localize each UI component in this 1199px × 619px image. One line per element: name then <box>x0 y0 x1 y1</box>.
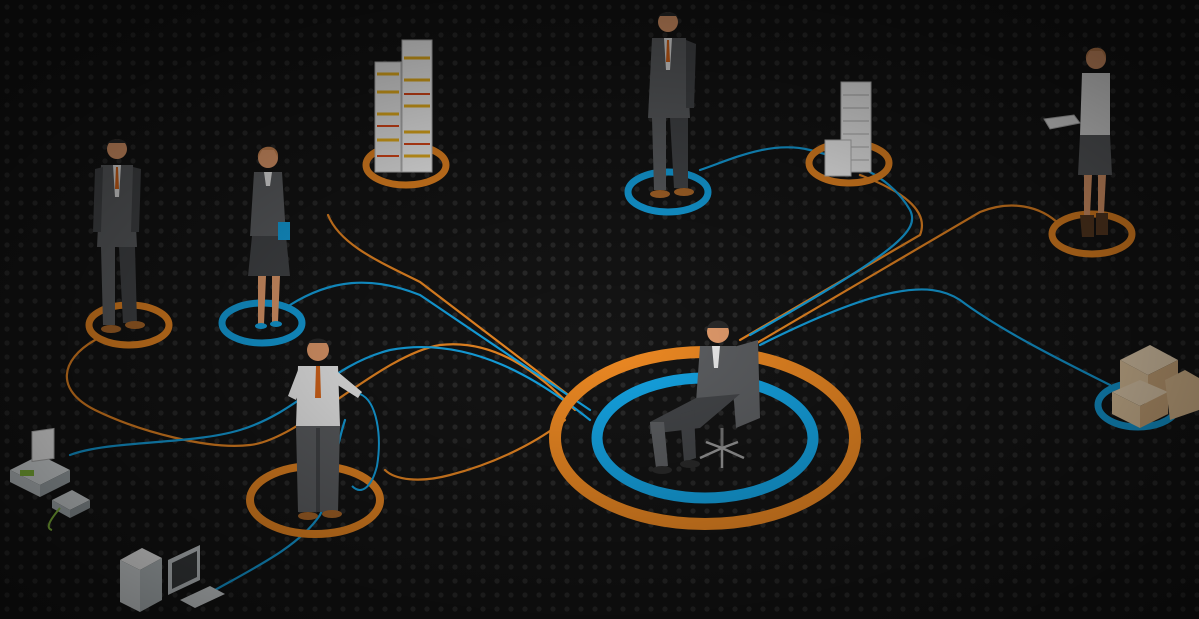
network-illustration <box>0 0 1199 619</box>
network-illustration-svg <box>0 0 1199 619</box>
vignette <box>0 0 1199 619</box>
